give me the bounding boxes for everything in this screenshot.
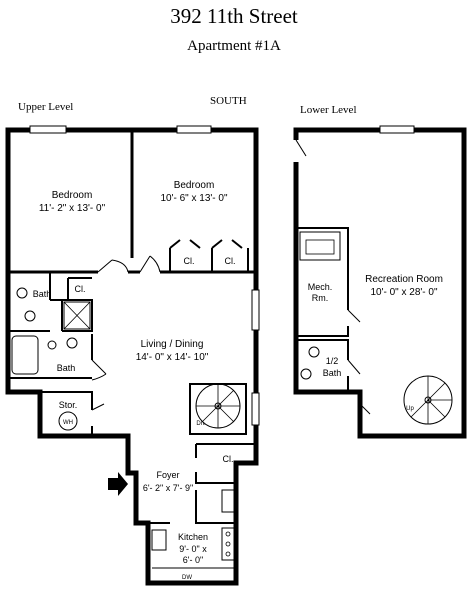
half-bath-door	[347, 359, 361, 375]
mech-room-walls	[296, 227, 349, 337]
mech-door	[347, 309, 361, 323]
sink-icon	[300, 368, 312, 380]
kitchen-size: 9'- 0" x	[179, 544, 207, 554]
upper-level-plan	[5, 125, 260, 586]
window	[251, 289, 260, 331]
closet-label: Cl.	[225, 256, 236, 266]
stair-treads	[410, 376, 452, 424]
appliance-icon	[221, 489, 237, 513]
toilet-icon	[47, 340, 57, 350]
closet-walls	[169, 239, 249, 272]
bedroom2-name: Bedroom	[174, 180, 215, 191]
half-bath-name: 1/2	[326, 356, 339, 366]
window	[176, 125, 212, 134]
lower-level-plan	[293, 125, 467, 439]
foyer-name: Foyer	[156, 470, 179, 480]
burner	[225, 541, 231, 547]
half-bath-walls	[296, 339, 349, 392]
bedroom-door	[97, 259, 129, 273]
upper-bath-walls	[8, 272, 93, 332]
sink-icon	[66, 337, 78, 349]
lower-exterior-wall	[293, 127, 467, 439]
bedroom-door	[139, 255, 161, 273]
shower-icon	[63, 301, 91, 330]
mech-equipment-icon	[299, 231, 341, 261]
burner	[225, 531, 231, 537]
foyer-size: 6'- 2" x 7'- 9"	[143, 483, 193, 493]
living-name: Living / Dining	[141, 339, 204, 350]
dishwasher-label: DW	[182, 575, 192, 581]
bath-door	[91, 359, 107, 381]
toilet-icon	[308, 346, 320, 358]
unit-title: Apartment #1A	[187, 38, 281, 54]
window	[251, 392, 260, 426]
recreation-name: Recreation Room	[365, 274, 443, 285]
mech-room-name: Mech.	[308, 282, 333, 292]
kitchen-name: Kitchen	[178, 532, 208, 542]
fridge-icon	[151, 529, 167, 551]
stair-treads	[196, 384, 240, 428]
stair-up-label: Up	[406, 406, 414, 412]
upper-level-label: Upper Level	[18, 101, 74, 113]
sink-icon	[24, 310, 36, 322]
window	[29, 125, 67, 134]
lower-bath-walls	[8, 334, 93, 393]
stair-door	[359, 403, 371, 415]
upper-level-labels: Bedroom 11'- 2" x 13'- 0" Bedroom 10'- 6…	[33, 180, 236, 581]
stove-icon	[221, 527, 235, 561]
mech-equipment-inner	[305, 239, 335, 255]
water-heater-icon	[58, 411, 78, 431]
bathtub-icon	[11, 335, 39, 375]
foyer-walls	[148, 490, 236, 524]
storage-walls	[40, 391, 93, 436]
toilet-icon	[16, 287, 28, 299]
storage-door	[91, 403, 105, 411]
half-bath-name-2: Bath	[323, 368, 342, 378]
closet-label: Cl.	[75, 284, 86, 294]
foyer-closet-walls	[195, 443, 256, 484]
bath-label: Bath	[57, 363, 76, 373]
compass-label: SOUTH	[210, 95, 247, 107]
lower-level-label: Lower Level	[300, 104, 357, 116]
kitchen-size-2: 6'- 0"	[183, 555, 203, 565]
bedroom1-name: Bedroom	[52, 190, 93, 201]
entry-arrow-icon	[108, 472, 128, 496]
address-title: 392 11th Street	[170, 4, 298, 28]
recreation-size: 10'- 0" x 28'- 0"	[370, 287, 438, 298]
living-size: 14'- 0" x 14'- 10"	[136, 352, 209, 363]
bath-label: Bath	[33, 289, 52, 299]
closet-label: Cl.	[184, 256, 195, 266]
bedroom2-size: 10'- 6" x 13'- 0"	[160, 193, 228, 204]
upper-exterior-wall	[5, 127, 259, 586]
lower-entry-door	[295, 139, 307, 157]
shower-cross	[63, 301, 91, 330]
stair-down-label: Dn.	[196, 421, 206, 427]
closet-label: Cl.	[223, 454, 234, 464]
mech-room-name-2: Rm.	[312, 293, 329, 303]
window	[379, 125, 415, 134]
water-heater-label: WH	[63, 420, 73, 426]
burner	[225, 551, 231, 557]
storage-label: Stor.	[59, 400, 78, 410]
bedroom1-size: 11'- 2" x 13'- 0"	[39, 203, 106, 214]
lower-level-labels: Recreation Room 10'- 0" x 28'- 0" Mech. …	[308, 274, 443, 412]
